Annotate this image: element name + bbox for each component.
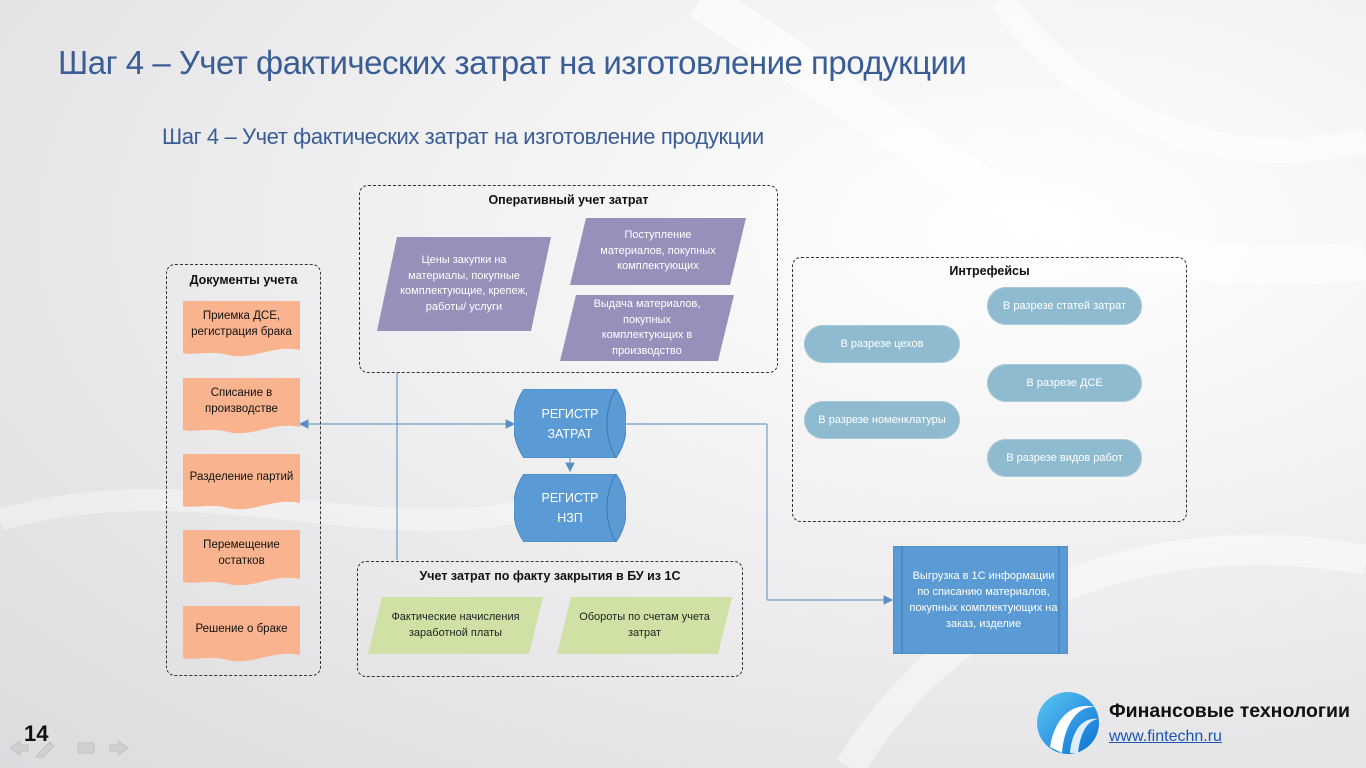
- nav-menu-icon: [77, 742, 95, 754]
- interfaces-group: Интрефейсы: [792, 257, 1187, 522]
- group-title: Учет затрат по факту закрытия в БУ из 1С: [419, 569, 681, 583]
- document-label: Приемка ДСЕ, регистрация брака: [191, 309, 292, 338]
- document-defect-decision: Решение о браке: [183, 606, 300, 663]
- nav-back-icon: [9, 740, 29, 756]
- block-label: Цены закупки на материалы, покупные комп…: [400, 254, 528, 313]
- nav-pen-icon: [35, 741, 55, 758]
- export-label: Выгрузка в 1С информации по списанию мат…: [909, 570, 1058, 630]
- slide-nav-controls: [9, 740, 129, 758]
- account-turnover-block: Обороты по счетам учета затрат: [557, 597, 732, 654]
- register-label: РЕГИСТР ЗАТРАТ: [541, 406, 599, 441]
- export-to-1c-box: Выгрузка в 1С информации по списанию мат…: [893, 546, 1068, 654]
- block-label: Фактические начисления заработной платы: [391, 611, 520, 639]
- materials-issue-block: Выдача материалов, покупных комплектующи…: [560, 295, 734, 361]
- company-name: Финансовые технологии: [1109, 700, 1351, 722]
- document-batch-split: Разделение партий: [183, 454, 300, 511]
- document-dse-acceptance: Приемка ДСЕ, регистрация брака: [183, 301, 300, 358]
- document-label: Решение о браке: [195, 622, 288, 635]
- document-label: Списание в производстве: [205, 386, 278, 415]
- document-label: Перемещение остатков: [203, 538, 280, 567]
- page-subtitle: Шаг 4 – Учет фактических затрат на изгот…: [162, 124, 764, 149]
- block-label: Обороты по счетам учета затрат: [579, 611, 710, 639]
- interface-nomenclature[interactable]: В разрезе номенклатуры: [804, 401, 960, 439]
- block-label: Поступление материалов, покупных комплек…: [600, 229, 716, 273]
- block-label: Выдача материалов, покупных комплектующи…: [593, 298, 701, 357]
- group-title: Документы учета: [189, 273, 298, 287]
- actual-cost-accounting-group: Учет затрат по факту закрытия в БУ из 1С: [357, 561, 743, 677]
- accounting-documents-group: Документы учета: [166, 264, 321, 676]
- document-write-off: Списание в производстве: [183, 378, 300, 435]
- page-title: Шаг 4 – Учет фактических затрат на изгот…: [58, 44, 967, 81]
- cost-register: РЕГИСТР ЗАТРАТ: [514, 389, 626, 458]
- register-label: РЕГИСТР НЗП: [541, 491, 599, 525]
- interface-workshops[interactable]: В разрезе цехов: [804, 325, 960, 363]
- group-title: Оперативный учет затрат: [488, 193, 649, 207]
- document-stock-transfer: Перемещение остатков: [183, 530, 300, 587]
- page-number: 14: [24, 721, 49, 746]
- wip-register: РЕГИСТР НЗП: [514, 474, 626, 542]
- salary-accruals-block: Фактические начисления заработной платы: [368, 597, 543, 654]
- purchase-prices-block: Цены закупки на материалы, покупные комп…: [377, 237, 551, 331]
- operational-costs-group: Оперативный учет затрат: [359, 185, 778, 373]
- materials-receipt-block: Поступление материалов, покупных комплек…: [570, 218, 746, 285]
- nav-forward-icon: [109, 740, 129, 756]
- logo-swirl-icon: [1037, 692, 1099, 754]
- group-title: Интрефейсы: [949, 264, 1030, 278]
- interface-work-types[interactable]: В разрезе видов работ: [987, 439, 1142, 477]
- company-url-link[interactable]: www.fintechn.ru: [1109, 728, 1222, 745]
- document-label: Разделение партий: [189, 470, 294, 483]
- interface-dse[interactable]: В разрезе ДСЕ: [987, 364, 1142, 402]
- interface-cost-items[interactable]: В разрезе статей затрат: [987, 287, 1142, 325]
